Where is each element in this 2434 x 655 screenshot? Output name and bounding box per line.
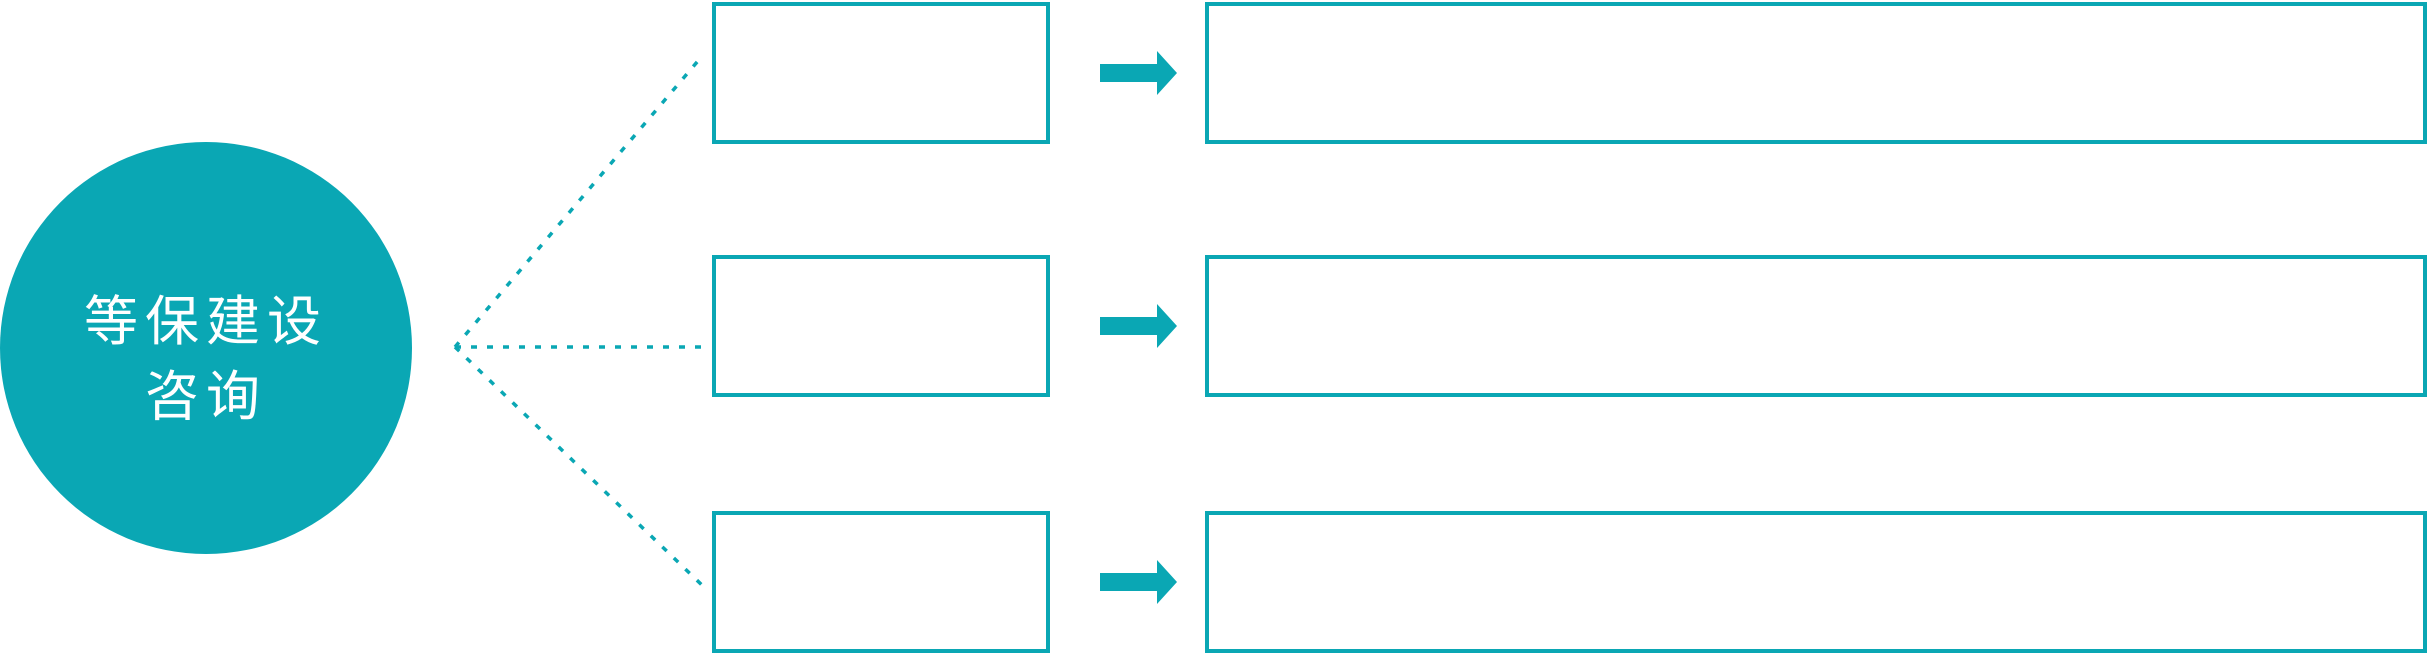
step-box-2: [712, 255, 1050, 397]
arrow-right-icon: [1100, 304, 1177, 348]
center-node-label-line2: 咨询: [145, 365, 267, 428]
dotted-connector-bottom: [453, 345, 707, 590]
step-box-3: [712, 511, 1050, 653]
center-node-label: 等保建设 咨询: [84, 262, 328, 434]
detail-box-2: [1205, 255, 2427, 397]
detail-box-1: [1205, 2, 2427, 144]
step-box-1: [712, 2, 1050, 144]
center-node-label-line1: 等保建设: [84, 290, 328, 353]
arrow-right-icon: [1100, 51, 1177, 95]
detail-box-3: [1205, 511, 2427, 653]
arrow-right-icon: [1100, 560, 1177, 604]
dotted-connector-top: [453, 53, 705, 349]
center-node-circle: 等保建设 咨询: [0, 142, 412, 554]
